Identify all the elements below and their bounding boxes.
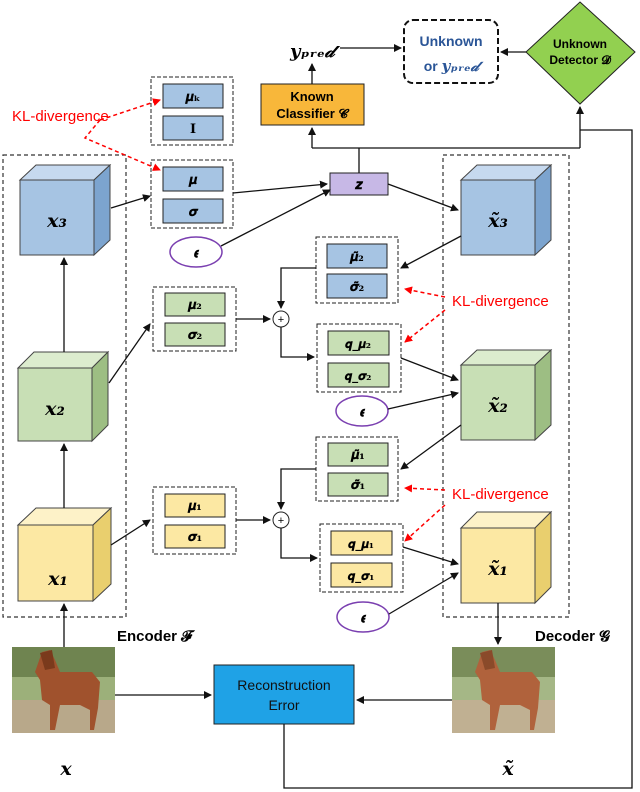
- decoder-cube-x2: 𝒙̃₂: [459, 348, 553, 442]
- dec-sigma2: 𝝈̃₂: [350, 280, 364, 295]
- classifier-line2: Classifier 𝓒: [276, 106, 349, 121]
- epsilon-top-label: 𝝐: [194, 246, 200, 261]
- q-sigma1: 𝒒_𝝈₁: [348, 569, 375, 584]
- epsilon-node-top: 𝝐: [169, 236, 223, 268]
- epsilon-bottom-label: 𝝐: [361, 611, 367, 626]
- classifier-line1: Known: [290, 89, 333, 104]
- top-latent-box: 𝝁 𝝈: [150, 159, 234, 229]
- enc-mu1: 𝝁₁: [187, 499, 202, 514]
- dec-mu2: 𝝁̃₂: [349, 250, 364, 265]
- flow-arrows: [60, 44, 633, 789]
- encoder-cube-x2: 𝒙₂: [16, 350, 110, 443]
- enc-mu2: 𝝁₂: [187, 298, 202, 313]
- output-ypred: 𝒚ₚᵣₑ𝒹: [441, 57, 484, 75]
- enc-sigma1: 𝝈₁: [188, 530, 202, 545]
- q-mu1: 𝒒_𝝁₁: [348, 537, 374, 552]
- decoder-x2-label: 𝒙̃₂: [487, 395, 508, 417]
- detector-line1: Unknown: [553, 37, 607, 51]
- decoder-frame: [442, 154, 570, 618]
- y-pred-label: 𝒚ₚᵣₑ𝒹: [289, 41, 341, 62]
- z-label: 𝒛: [354, 177, 364, 193]
- encoder-label: Encoder 𝓕: [117, 628, 195, 645]
- input-horse-image: [12, 647, 115, 733]
- kl-arrows: [83, 98, 446, 542]
- dec-mu1: 𝝁̃₁: [350, 448, 365, 463]
- q-mu2: 𝒒_𝝁₂: [345, 337, 371, 352]
- decoder-cube-x1: 𝒙̃₁: [459, 510, 553, 605]
- encoder-cube-x1: 𝒙₁: [16, 506, 113, 603]
- plus-node-upper: +: [272, 310, 290, 328]
- encoder-x3-label: 𝒙₃: [46, 210, 67, 232]
- kl-label-top: KL-divergence: [12, 108, 109, 125]
- decoder-cube-x3: 𝒙̃₃: [459, 163, 553, 257]
- prior-identity: 𝐈: [190, 122, 196, 137]
- plus-node-lower: +: [272, 511, 290, 529]
- plus-upper-label: +: [278, 314, 284, 326]
- prior-mu-k: 𝝁ₖ: [185, 90, 201, 105]
- epsilon-node-bottom: 𝝐: [336, 601, 390, 633]
- top-sigma: 𝝈: [189, 205, 199, 220]
- detector-line2: Detector 𝓓: [549, 53, 611, 67]
- plus-lower-label: +: [278, 515, 284, 527]
- output-decision-box: [403, 19, 499, 84]
- kl-label-mid: KL-divergence: [452, 293, 549, 310]
- epsilon-mid-label: 𝝐: [360, 405, 366, 420]
- prior-distribution-box: 𝝁ₖ 𝐈: [150, 76, 234, 146]
- known-classifier-box: [260, 83, 365, 126]
- decoder-x3-label: 𝒙̃₃: [487, 210, 508, 232]
- input-x-label: 𝒙: [59, 758, 72, 780]
- unknown-detector-diamond: [525, 1, 636, 105]
- output-line1: Unknown: [420, 33, 483, 49]
- recon-line2: Error: [268, 697, 299, 713]
- enc-sigma2: 𝝈₂: [188, 328, 202, 343]
- output-or: or: [424, 58, 439, 74]
- encoder-x1-label: 𝒙₁: [47, 568, 68, 590]
- decoder-latent-1-box: 𝝁̃₁ 𝝈̃₁: [315, 436, 399, 502]
- output-line2: or 𝒚ₚᵣₑ𝒹: [424, 57, 484, 75]
- decoder-label: Decoder 𝓖: [535, 628, 610, 645]
- q-sigma2: 𝒒_𝝈₂: [345, 369, 372, 384]
- kl-label-bottom: KL-divergence: [452, 486, 549, 503]
- output-x-tilde-label: 𝒙̃: [501, 758, 514, 780]
- epsilon-node-mid: 𝝐: [335, 395, 389, 427]
- recon-line1: Reconstruction: [237, 677, 330, 693]
- q-latent-1-box: 𝒒_𝝁₁ 𝒒_𝝈₁: [319, 523, 404, 593]
- dec-sigma1: 𝝈̃₁: [351, 478, 365, 493]
- encoder-latent-1-box: 𝝁₁ 𝝈₁: [152, 486, 237, 555]
- top-mu: 𝝁: [188, 173, 198, 188]
- output-horse-image: [452, 647, 555, 733]
- q-latent-2-box: 𝒒_𝝁₂ 𝒒_𝝈₂: [316, 323, 402, 393]
- encoder-latent-2-box: 𝝁₂ 𝝈₂: [152, 286, 237, 352]
- decoder-x1-label: 𝒙̃₁: [487, 558, 508, 580]
- encoder-cube-x3: 𝒙₃: [18, 163, 112, 257]
- encoder-x2-label: 𝒙₂: [44, 398, 65, 420]
- reconstruction-error-box: [213, 664, 355, 725]
- decoder-latent-2-box: 𝝁̃₂ 𝝈̃₂: [315, 236, 399, 304]
